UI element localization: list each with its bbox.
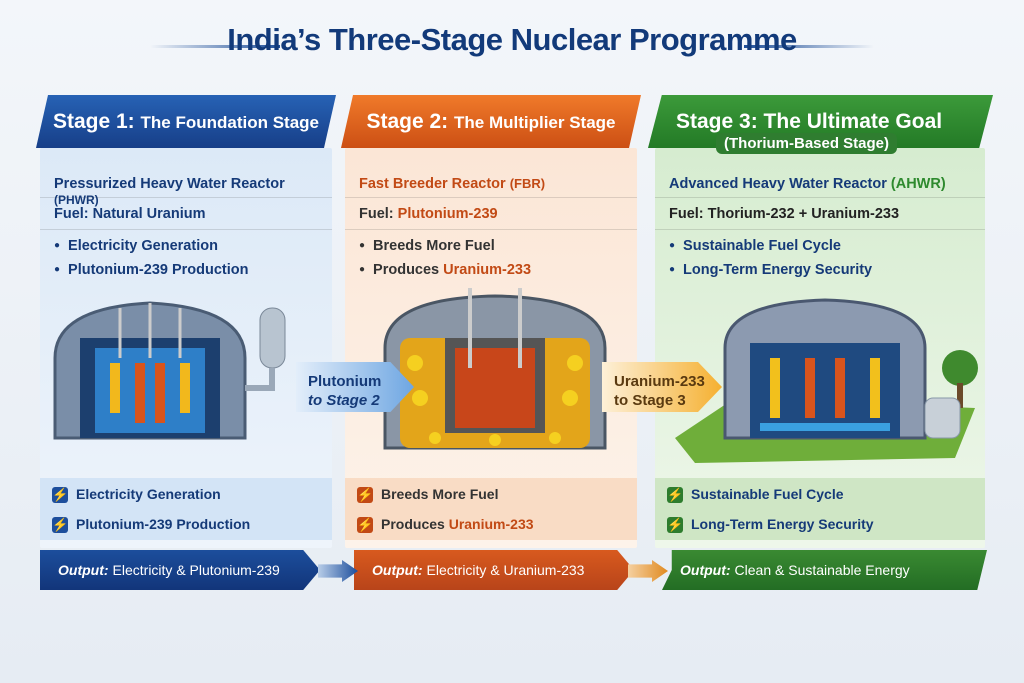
- output-value: Clean & Sustainable Energy: [734, 562, 910, 578]
- benefit-item: ⚡ Sustainable Fuel Cycle: [667, 486, 844, 503]
- benefit-item: ⚡ Breeds More Fuel: [357, 486, 498, 503]
- benefit-text: Long-Term Energy Security: [691, 516, 874, 532]
- stage-number: Stage 2:: [366, 110, 449, 133]
- output-label: Output:: [58, 562, 109, 578]
- output-label: Output:: [372, 562, 423, 578]
- reactor-type: Fast Breeder Reactor (FBR): [345, 168, 637, 198]
- bullet-item: Sustainable Fuel Cycle: [669, 238, 841, 254]
- stage-name: The Ultimate Goal: [763, 110, 943, 133]
- reactor-name: Advanced Heavy Water Reactor: [669, 176, 887, 192]
- fuel-label: Fuel:: [669, 206, 704, 222]
- stage-2-output: Output:Electricity & Uranium-233: [354, 550, 634, 590]
- stage-name: The Multiplier Stage: [454, 113, 616, 132]
- reactor-abbr: (PHWR): [54, 193, 99, 207]
- output-value: Electricity & Uranium-233: [426, 562, 585, 578]
- reactor-name: Pressurized Heavy Water Reactor: [54, 176, 285, 192]
- fuel-row: Fuel: Thorium-232 + Uranium-233: [655, 200, 985, 230]
- page-title: India’s Three-Stage Nuclear Programme: [227, 22, 797, 57]
- fuel-row: Fuel: Natural Uranium: [40, 200, 332, 230]
- flow-label-line2: to Stage 3: [614, 392, 686, 409]
- fbr-reactor-illustration: [383, 288, 607, 450]
- flow-label-line1: Plutonium: [308, 373, 382, 390]
- benefits-box: ⚡ Sustainable Fuel Cycle ⚡ Long-Term Energ…: [655, 478, 985, 540]
- fuel-value: Thorium-232 + Uranium-233: [707, 206, 900, 222]
- benefit-item: ⚡ Long-Term Energy Security: [667, 516, 874, 533]
- bullet-highlight: Uranium-233: [443, 262, 532, 278]
- bullet-text: Produces: [373, 262, 440, 278]
- bullet-item: Breeds More Fuel: [359, 238, 495, 254]
- bullet-item: Electricity Generation: [54, 238, 218, 254]
- reactor-abbr: (AHWR): [890, 176, 946, 192]
- benefit-item: ⚡ Produces Uranium-233: [357, 516, 534, 533]
- flow-arrow-uranium: Uranium-233 to Stage 3: [602, 362, 722, 412]
- lightning-bolt-icon: ⚡: [357, 487, 374, 503]
- benefits-box: ⚡ Breeds More Fuel ⚡ Produces Uranium-233: [345, 478, 637, 540]
- fuel-label: Fuel:: [359, 206, 394, 222]
- benefit-text: Sustainable Fuel Cycle: [691, 486, 844, 502]
- lightning-bolt-icon: ⚡: [667, 517, 684, 533]
- reactor-type: Pressurized Heavy Water Reactor (PHWR): [40, 168, 332, 207]
- lightning-bolt-icon: ⚡: [52, 487, 69, 503]
- benefit-text: Electricity Generation: [76, 486, 221, 502]
- stage-3-panel: Advanced Heavy Water Reactor (AHWR) Fuel…: [655, 148, 985, 548]
- bullet-item: Long-Term Energy Security: [669, 262, 872, 278]
- fuel-row: Fuel: Plutonium-239: [345, 200, 637, 230]
- benefit-text: Plutonium-239 Production: [76, 516, 251, 532]
- stage-2-banner: Stage 2: The Multiplier Stage: [341, 95, 641, 148]
- output-value: Electricity & Plutonium-239: [112, 562, 280, 578]
- stage-number: Stage 1:: [52, 110, 135, 133]
- benefit-item: ⚡ Electricity Generation: [52, 486, 221, 503]
- bullet-item: Produces Uranium-233: [359, 262, 531, 278]
- phwr-reactor-illustration: [53, 301, 286, 440]
- fuel-value: Plutonium-239: [397, 206, 498, 222]
- fuel-label: Fuel:: [54, 206, 89, 222]
- lightning-bolt-icon: ⚡: [357, 517, 374, 533]
- benefit-highlight: Uranium-233: [448, 516, 534, 532]
- lightning-bolt-icon: ⚡: [667, 487, 684, 503]
- stage-2-panel: Fast Breeder Reactor (FBR) Fuel: Plutoni…: [345, 148, 637, 548]
- benefit-item: ⚡ Plutonium-239 Production: [52, 516, 250, 533]
- fuel-value: Natural Uranium: [92, 206, 206, 222]
- reactor-name: Fast Breeder Reactor: [359, 176, 506, 192]
- output-connector-arrow: [318, 560, 358, 582]
- title-rule-left: [150, 45, 280, 48]
- lightning-bolt-icon: ⚡: [52, 517, 69, 533]
- benefit-text: Produces: [381, 516, 445, 532]
- flow-arrow-plutonium: Plutonium to Stage 2: [296, 362, 414, 412]
- flow-label-line1: Uranium-233: [614, 373, 705, 390]
- stage-number: Stage 3:: [676, 110, 758, 133]
- benefit-text: Breeds More Fuel: [381, 486, 499, 502]
- stage-3-output: Output:Clean & Sustainable Energy: [662, 550, 987, 590]
- stage-1-output: Output:Electricity & Plutonium-239: [40, 550, 320, 590]
- stage-1-banner: Stage 1: The Foundation Stage: [36, 95, 336, 148]
- stage-name: The Foundation Stage: [140, 113, 320, 132]
- stage-3-subtitle: (Thorium-Based Stage): [716, 133, 898, 154]
- benefits-box: ⚡ Electricity Generation ⚡ Plutonium-239 P…: [40, 478, 332, 540]
- stage-1-panel: Pressurized Heavy Water Reactor (PHWR) F…: [40, 148, 332, 548]
- flow-label-line2: to Stage 2: [308, 392, 380, 409]
- bullet-item: Plutonium-239 Production: [54, 262, 248, 278]
- reactor-abbr: (FBR): [509, 176, 546, 191]
- output-connector-arrow: [628, 560, 668, 582]
- ahwr-reactor-illustration: [675, 298, 978, 463]
- reactor-type: Advanced Heavy Water Reactor (AHWR): [655, 168, 985, 198]
- output-label: Output:: [680, 562, 731, 578]
